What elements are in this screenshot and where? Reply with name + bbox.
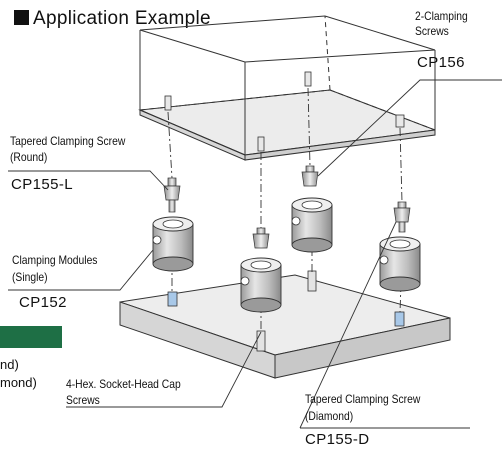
square-bullet-icon	[14, 10, 29, 25]
label-tapered-diamond-2: (Diamond)	[305, 409, 354, 423]
leader-lines	[8, 79, 502, 429]
label-tapered-round-2: (Round)	[10, 150, 48, 164]
clamping-screw-1	[301, 165, 319, 187]
tapered-screw-round	[163, 177, 181, 213]
clamping-module-3	[240, 257, 282, 313]
clamping-module-2	[291, 197, 333, 253]
clamping-screw-2	[252, 227, 270, 249]
code-cp155-l: CP155-L	[11, 176, 74, 193]
base-plate	[119, 270, 451, 379]
label-hex-screws-2: Screws	[66, 393, 100, 407]
section-title-text: Application Example	[33, 8, 211, 29]
cropped-green-header	[0, 326, 62, 348]
code-cp152: CP152	[19, 294, 67, 311]
label-tapered-diamond-1: Tapered Clamping Screw	[305, 392, 421, 406]
cropped-text-2: mond)	[0, 375, 37, 390]
code-cp155-d: CP155-D	[305, 431, 370, 448]
label-modules-1: Clamping Modules	[12, 253, 98, 267]
code-cp156: CP156	[417, 54, 465, 71]
clamping-module-4	[379, 236, 421, 292]
label-clamping-screws-2: Screws	[415, 24, 449, 38]
clamping-module-1	[152, 216, 194, 272]
tapered-screw-diamond	[393, 201, 411, 233]
label-tapered-round-1: Tapered Clamping Screw	[10, 134, 126, 148]
label-hex-screws-1: 4-Hex. Socket-Head Cap	[66, 377, 181, 391]
workpiece-box	[138, 15, 436, 161]
cropped-text-1: nd)	[0, 357, 19, 372]
label-modules-2: (Single)	[12, 270, 48, 284]
section-title: Application Example	[14, 8, 211, 30]
label-clamping-screws-1: 2-Clamping	[415, 9, 468, 23]
